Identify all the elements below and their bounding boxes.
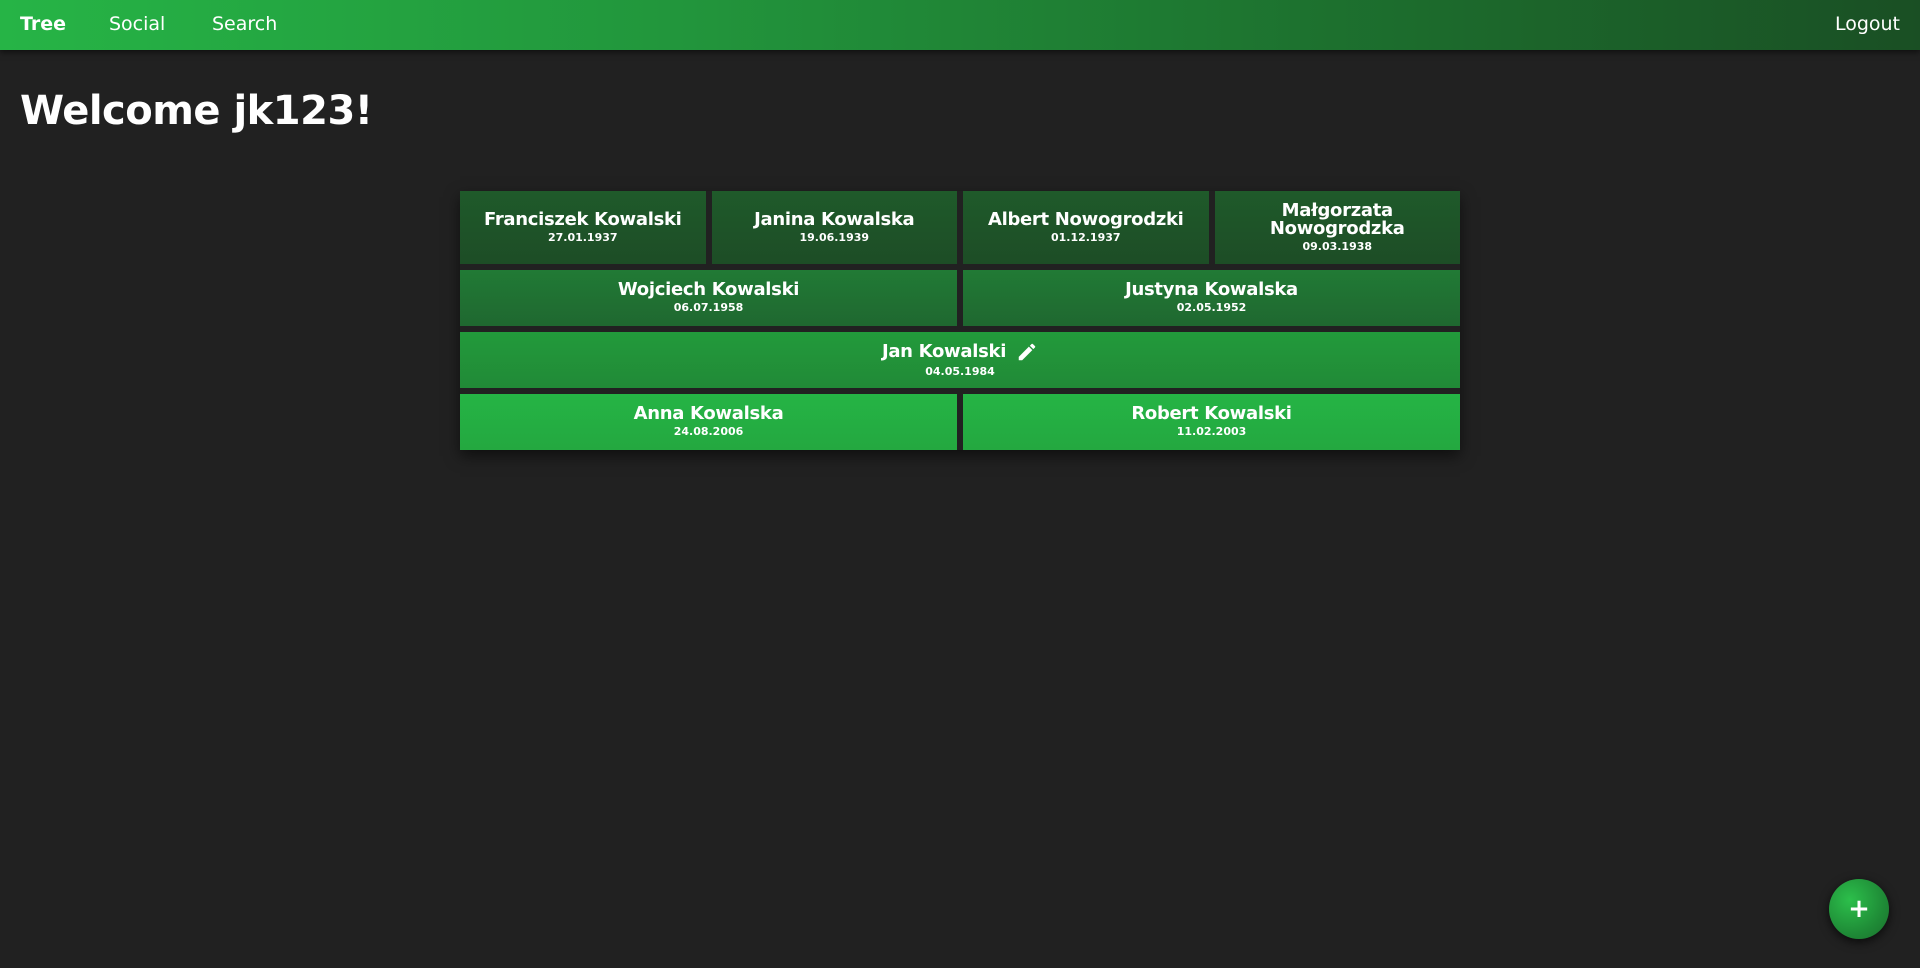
plus-icon: +: [1848, 894, 1870, 924]
add-person-button[interactable]: +: [1829, 879, 1889, 939]
self-name-line: Jan Kowalski: [882, 341, 1038, 363]
person-name: Franciszek Kowalski: [483, 208, 682, 230]
nav-social-link[interactable]: Social: [109, 13, 166, 35]
person-birthdate: 27.01.1937: [547, 230, 618, 244]
person-card-grandparent[interactable]: Albert Nowogrodzki 01.12.1937: [963, 191, 1209, 264]
person-name: Albert Nowogrodzki: [987, 208, 1184, 230]
person-birthdate: 19.06.1939: [799, 230, 870, 244]
nav-tree-link[interactable]: Tree: [20, 13, 67, 35]
person-card-parent[interactable]: Justyna Kowalska 02.05.1952: [963, 270, 1460, 326]
person-birthdate: 04.05.1984: [925, 365, 995, 378]
family-tree: Franciszek Kowalski 27.01.1937 Janina Ko…: [460, 191, 1460, 450]
person-card-grandparent[interactable]: Małgorzata Nowogrodzka 09.03.1938: [1214, 191, 1460, 264]
logout-link[interactable]: Logout: [1834, 13, 1900, 35]
person-card-grandparent[interactable]: Franciszek Kowalski 27.01.1937: [460, 191, 706, 264]
person-birthdate: 24.08.2006: [673, 425, 744, 438]
person-card-child[interactable]: Anna Kowalska 24.08.2006: [460, 394, 957, 450]
person-birthdate: 06.07.1958: [673, 301, 744, 314]
person-birthdate: 09.03.1938: [1302, 239, 1373, 253]
person-birthdate: 01.12.1937: [1050, 230, 1121, 244]
person-name: Robert Kowalski: [1131, 403, 1292, 424]
parents-row: Wojciech Kowalski 06.07.1958 Justyna Kow…: [460, 270, 1460, 326]
grandparents-row: Franciszek Kowalski 27.01.1937 Janina Ko…: [460, 191, 1460, 264]
self-row: Jan Kowalski 04.05.1984: [460, 332, 1460, 388]
person-birthdate: 11.02.2003: [1176, 425, 1247, 438]
nav-search-link[interactable]: Search: [212, 13, 278, 35]
person-name: Anna Kowalska: [633, 403, 784, 424]
person-name: Wojciech Kowalski: [617, 279, 800, 300]
children-row: Anna Kowalska 24.08.2006 Robert Kowalski…: [460, 394, 1460, 450]
person-name: Małgorzata Nowogrodzka: [1269, 199, 1405, 239]
person-name: Jan Kowalski: [881, 341, 1007, 362]
person-card-self[interactable]: Jan Kowalski 04.05.1984: [460, 332, 1460, 388]
person-card-child[interactable]: Robert Kowalski 11.02.2003: [963, 394, 1460, 450]
welcome-heading: Welcome jk123!: [20, 88, 373, 134]
person-card-grandparent[interactable]: Janina Kowalska 19.06.1939: [711, 191, 957, 264]
person-card-parent[interactable]: Wojciech Kowalski 06.07.1958: [460, 270, 957, 326]
pencil-icon[interactable]: [1016, 341, 1038, 363]
person-name: Janina Kowalska: [754, 208, 915, 230]
top-navbar: Tree Social Search Logout: [0, 0, 1920, 50]
person-name: Justyna Kowalska: [1125, 279, 1298, 300]
person-birthdate: 02.05.1952: [1176, 301, 1247, 314]
